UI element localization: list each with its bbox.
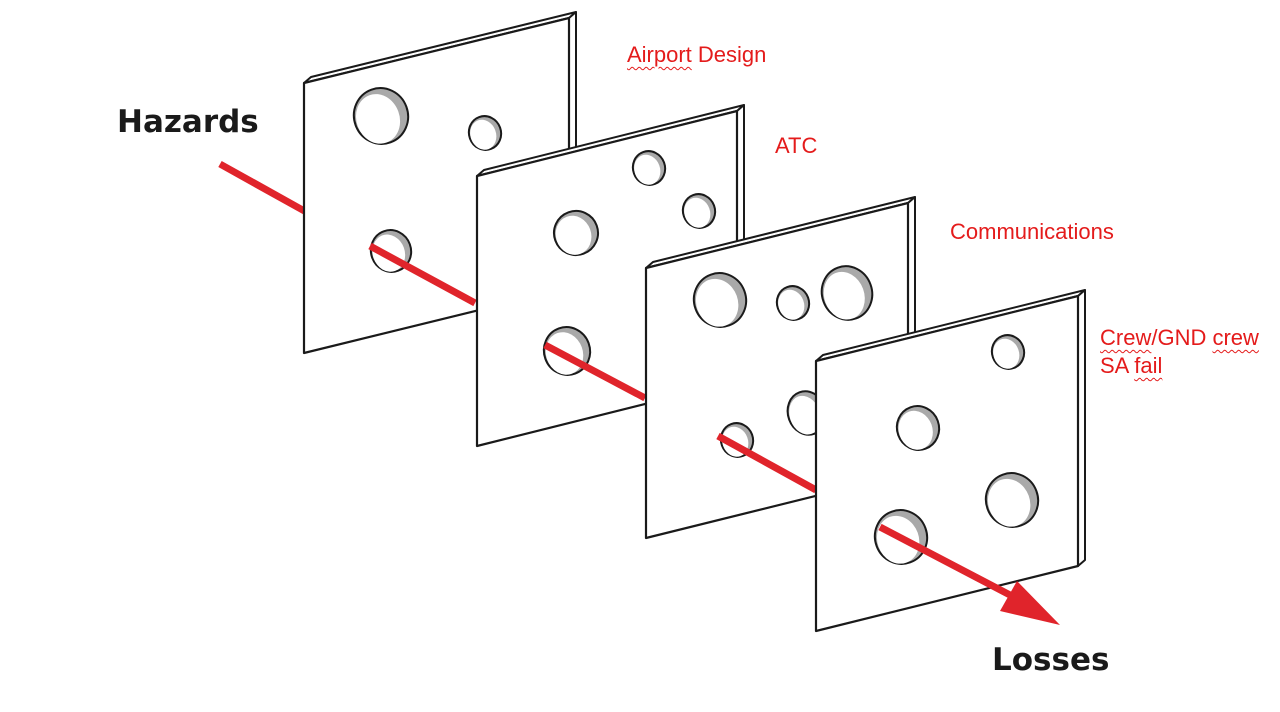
- layer-label-line: Crew/GND crew: [1100, 324, 1259, 352]
- plate-hole: [467, 115, 503, 151]
- plate-hole: [775, 285, 811, 321]
- layer-label-part: crew: [1212, 325, 1259, 350]
- hazard-trajectory-arrow: [218, 160, 310, 217]
- plate-hole: [984, 472, 1040, 528]
- layer-label-atc: ATC: [775, 132, 817, 160]
- layer-label-part: Design: [691, 42, 767, 67]
- loss-arrow-head: [878, 523, 1060, 625]
- plate-hole: [631, 150, 667, 186]
- layer-label-part: /GND: [1151, 325, 1213, 350]
- plate-hole: [681, 193, 717, 229]
- plate-hole: [352, 87, 410, 145]
- layer-label-part: Communications: [950, 219, 1114, 244]
- plate-crew-sa-fail: [814, 289, 1086, 633]
- plate-hole: [990, 334, 1026, 370]
- layer-label-part: fail: [1134, 353, 1163, 378]
- plate-hole: [692, 272, 748, 328]
- hazards-label: Hazards: [117, 104, 259, 140]
- layer-label-part: Airport: [627, 42, 692, 67]
- layer-label-part: SA: [1100, 353, 1135, 378]
- layer-label-part: Crew: [1100, 325, 1152, 350]
- plate-hole: [820, 265, 874, 321]
- plate-hole: [895, 405, 941, 451]
- layer-label-airport-design: Airport Design: [627, 41, 766, 69]
- layer-label-communications: Communications: [950, 218, 1114, 246]
- plate-hole: [553, 210, 599, 256]
- layer-label-part: ATC: [775, 133, 818, 158]
- layer-label-line: SA fail: [1100, 352, 1259, 380]
- losses-label: Losses: [992, 642, 1110, 678]
